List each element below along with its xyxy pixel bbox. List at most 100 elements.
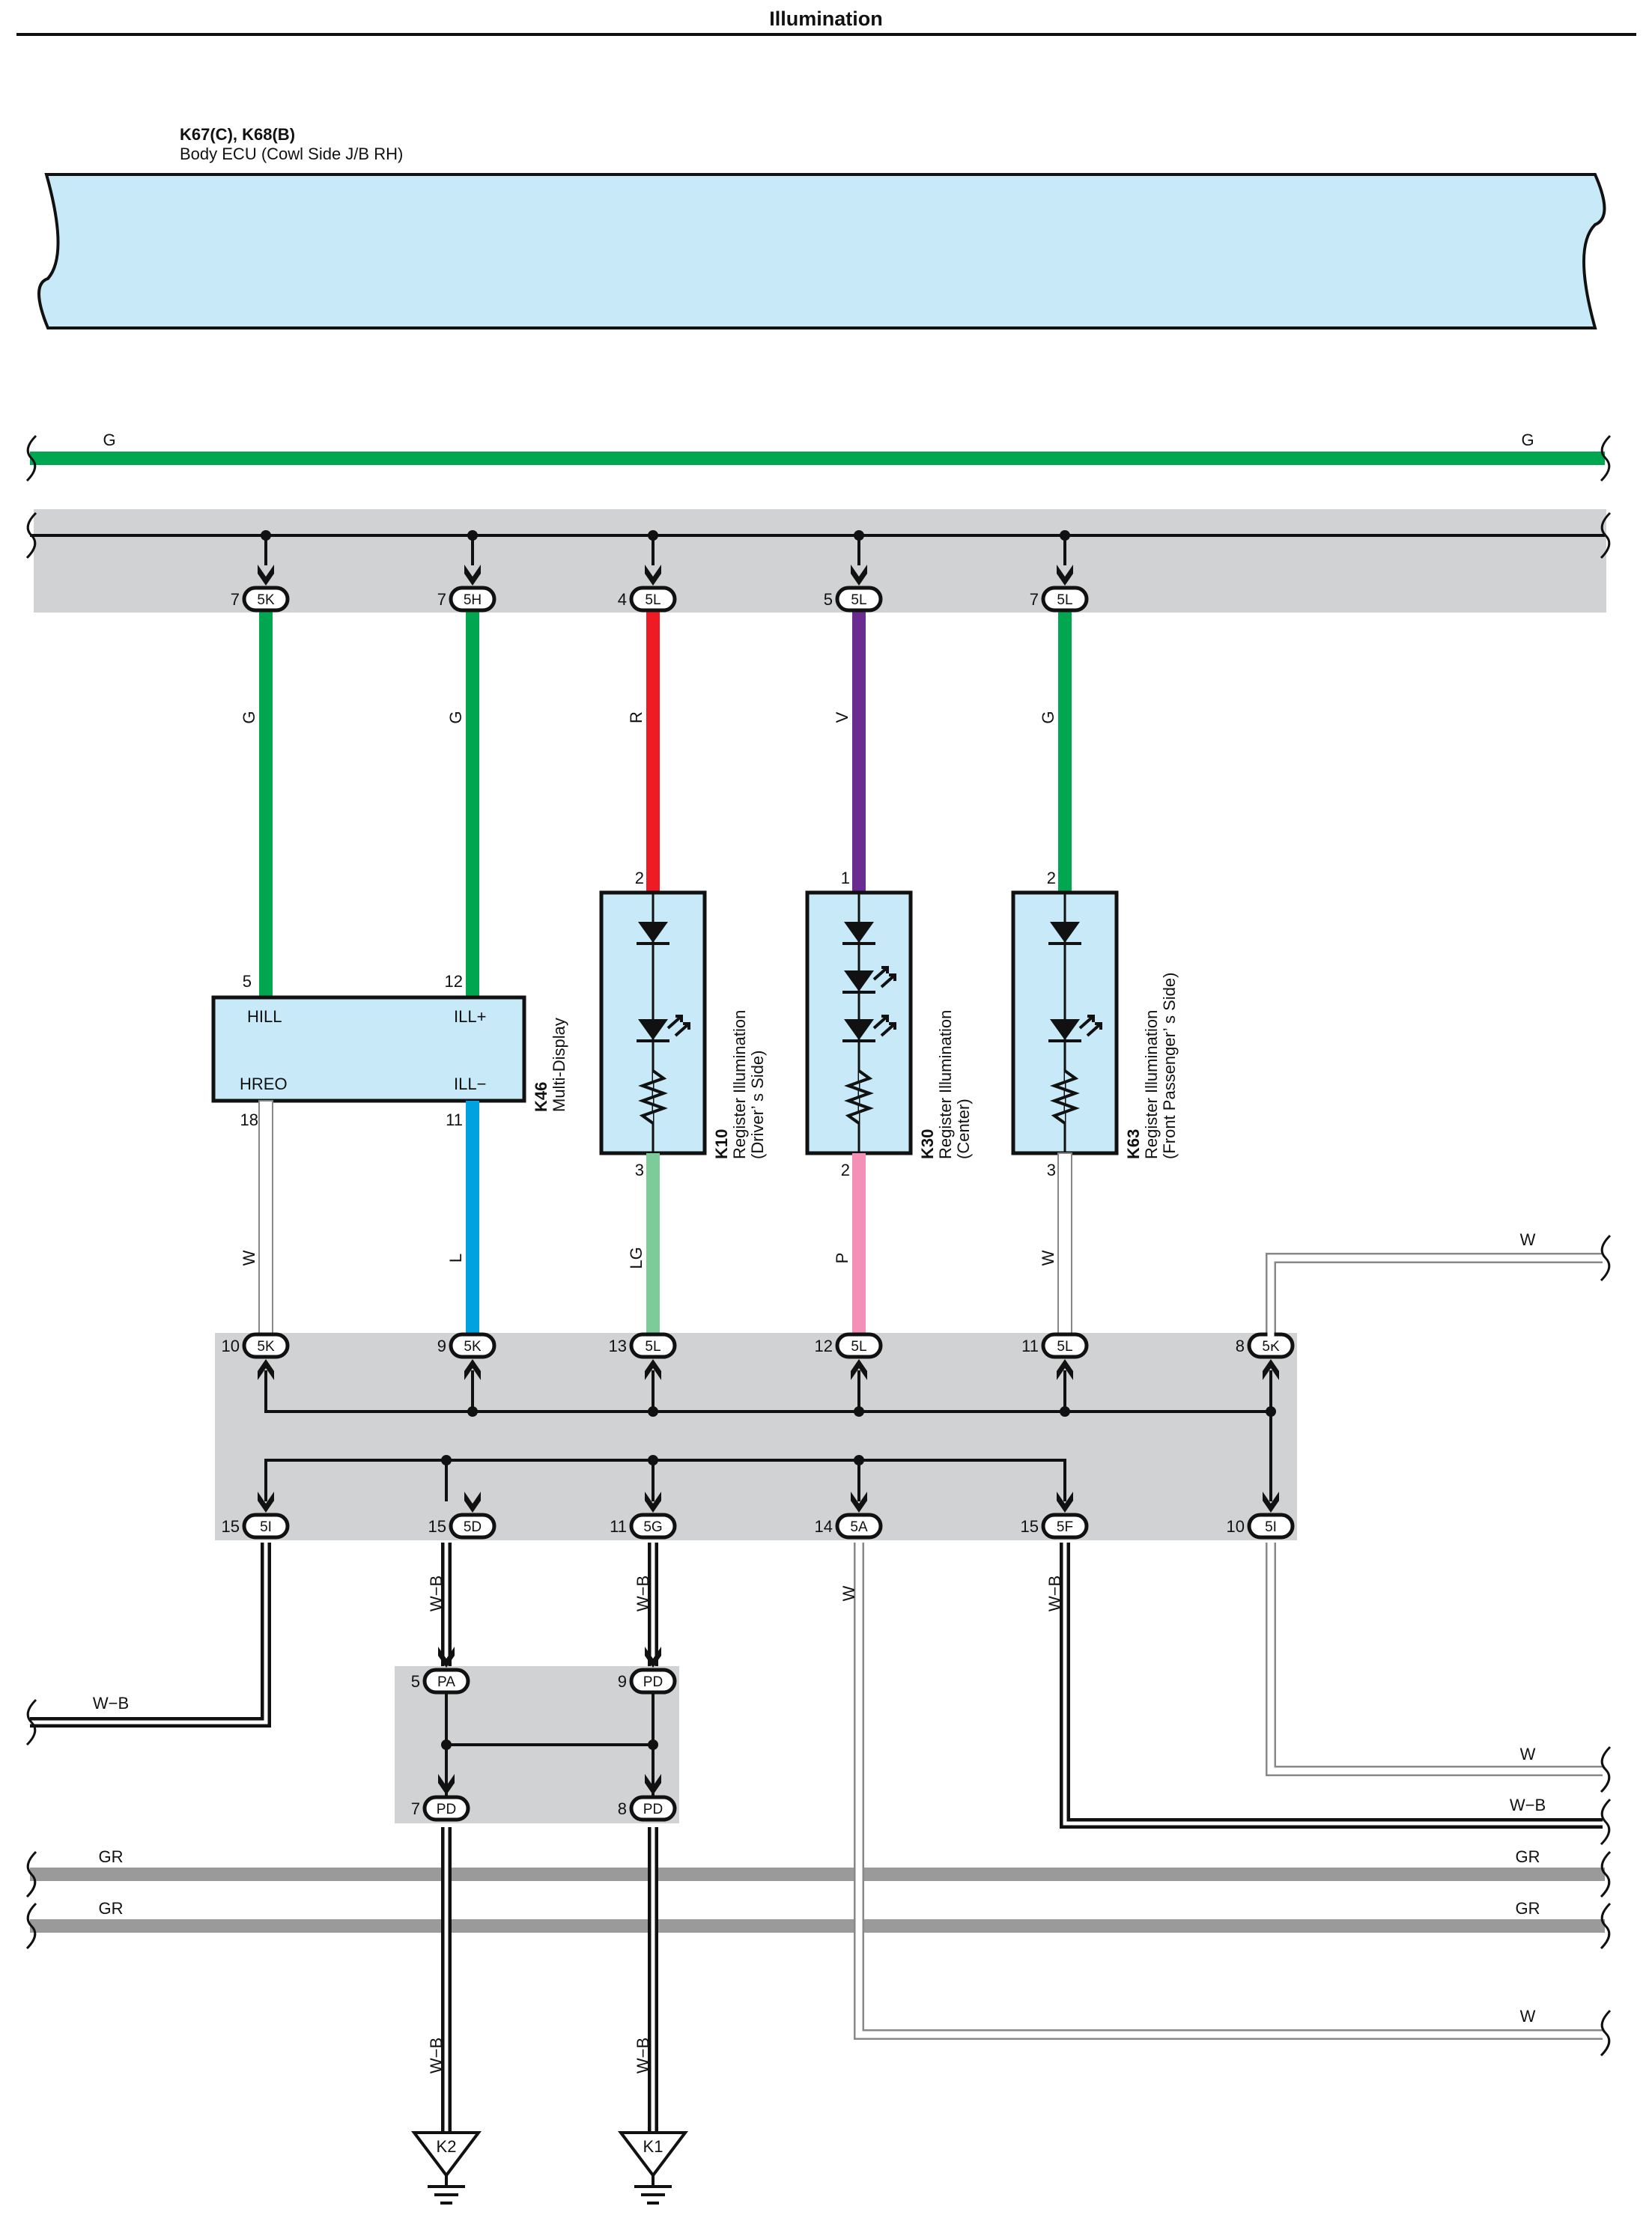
break-mark bbox=[1600, 511, 1612, 559]
lamp-pin-in: 1 bbox=[841, 869, 850, 887]
wire-p bbox=[852, 1153, 866, 1344]
ecu-connector-panel-top bbox=[34, 509, 1606, 613]
wire-core bbox=[1267, 1543, 1603, 1775]
ecu-code: K67(C), K68(B) bbox=[180, 125, 295, 144]
lamp-code: K10 bbox=[712, 1129, 731, 1159]
connector-oval bbox=[629, 1668, 677, 1695]
wire-gr-2 bbox=[30, 1919, 1605, 1933]
bus-label-left: G bbox=[103, 431, 115, 449]
connector-code: 5F bbox=[1057, 1519, 1073, 1535]
connector: 5L7 bbox=[1030, 565, 1089, 613]
break-mark bbox=[25, 1902, 37, 1950]
connector-pin: 9 bbox=[437, 1337, 446, 1355]
splice-dot bbox=[854, 530, 864, 541]
wire-label: R bbox=[627, 711, 646, 723]
wire-label: W bbox=[1520, 1230, 1536, 1249]
connector-oval bbox=[449, 1332, 496, 1359]
wire-label: W−B bbox=[427, 2038, 446, 2073]
splice-dot bbox=[854, 1406, 864, 1417]
connector-code: 5K bbox=[1262, 1339, 1280, 1355]
k46-name: Multi-Display bbox=[550, 1018, 568, 1112]
arrow-down-icon bbox=[1057, 1492, 1073, 1513]
wire-label: W−B bbox=[634, 1576, 652, 1611]
connector-oval bbox=[629, 1795, 677, 1822]
ground-k2: K2 bbox=[410, 2131, 482, 2205]
wire-label: W−B bbox=[634, 2038, 652, 2073]
connector-pin: 7 bbox=[1030, 590, 1039, 609]
connector-pin: 7 bbox=[411, 1799, 420, 1818]
led-icon bbox=[1050, 1019, 1080, 1040]
connector-pin: 7 bbox=[231, 590, 240, 609]
connector-oval bbox=[835, 1332, 883, 1359]
lamp-pin-out: 3 bbox=[1047, 1161, 1056, 1179]
wire-label: W bbox=[1039, 1250, 1057, 1266]
k46-code: K46 bbox=[532, 1082, 550, 1112]
lamp-pin-in: 2 bbox=[1047, 869, 1056, 887]
arrow-down-icon bbox=[1057, 565, 1073, 586]
arrow-up-icon bbox=[464, 1359, 481, 1380]
arrow-up-icon bbox=[1263, 1359, 1279, 1380]
arrow-down-icon bbox=[645, 1647, 661, 1668]
ground-bus-lower bbox=[264, 1459, 1066, 1501]
wire-label: L bbox=[446, 1254, 465, 1263]
k46-multi-display-box bbox=[211, 995, 526, 1103]
k46-terminal-illp: ILL+ bbox=[454, 1007, 486, 1026]
arrow-up-icon bbox=[258, 1359, 274, 1380]
k46-terminal-hreo: HREO bbox=[240, 1075, 288, 1093]
connector-code: 5I bbox=[1265, 1519, 1277, 1535]
wire-label: G bbox=[446, 711, 465, 723]
ground-triangle bbox=[617, 2131, 689, 2178]
connector-pin: 8 bbox=[618, 1799, 627, 1818]
connector: PD7 bbox=[411, 1774, 470, 1822]
connector: 5K 9 bbox=[437, 1332, 496, 1380]
connector-code: 5L bbox=[645, 592, 661, 608]
splice-dot bbox=[648, 1455, 658, 1465]
wire-r bbox=[646, 608, 660, 893]
wire-wb-left-core bbox=[30, 1543, 268, 1725]
resistor-icon bbox=[1050, 1069, 1080, 1125]
wire-label: V bbox=[833, 711, 851, 723]
ground-k1: K1 bbox=[617, 2131, 689, 2205]
connector-pin: 13 bbox=[609, 1337, 627, 1355]
wire-label: GR bbox=[1516, 1899, 1540, 1918]
connector-code: PD bbox=[643, 1802, 663, 1817]
connector-oval bbox=[1041, 1513, 1089, 1540]
connector-pin: 5 bbox=[824, 590, 833, 609]
wire-core bbox=[1063, 1543, 1603, 1826]
wire-w-5i10 bbox=[1266, 1543, 1603, 1776]
lamp-code: K63 bbox=[1124, 1129, 1143, 1159]
light-rays-icon bbox=[666, 1015, 690, 1037]
connector-oval bbox=[629, 1513, 677, 1540]
splice-dot bbox=[467, 1406, 478, 1417]
lamp-subtitle: (Center) bbox=[954, 1099, 973, 1159]
connector-oval bbox=[1247, 1513, 1295, 1540]
wire-w-5a bbox=[854, 1543, 1603, 2040]
light-rays-icon bbox=[1078, 1015, 1102, 1037]
lamp-code: K30 bbox=[918, 1129, 937, 1159]
bus-label-right: G bbox=[1521, 431, 1534, 449]
wire-w-hreo bbox=[258, 1100, 273, 1345]
connector-code: 5G bbox=[643, 1519, 662, 1535]
break-mark bbox=[1600, 434, 1612, 482]
wire-label: LG bbox=[627, 1247, 646, 1269]
connector-oval bbox=[629, 1332, 677, 1359]
wire-label: W−B bbox=[93, 1694, 129, 1713]
wire-g-5k7 bbox=[259, 608, 273, 997]
splice-dot bbox=[1266, 1406, 1276, 1417]
k46-terminal-hill: HILL bbox=[247, 1007, 282, 1026]
connector-pin: 12 bbox=[815, 1337, 833, 1355]
splice-dot bbox=[1060, 1406, 1070, 1417]
diode-icon bbox=[1050, 922, 1080, 943]
wire-label: GR bbox=[1516, 1847, 1540, 1866]
connector: 5L4 bbox=[618, 565, 677, 613]
connector-code: 5K bbox=[464, 1339, 482, 1355]
wire-label: W−B bbox=[427, 1576, 446, 1611]
k46-pin: 5 bbox=[243, 972, 252, 991]
ecu-box bbox=[37, 173, 1606, 329]
